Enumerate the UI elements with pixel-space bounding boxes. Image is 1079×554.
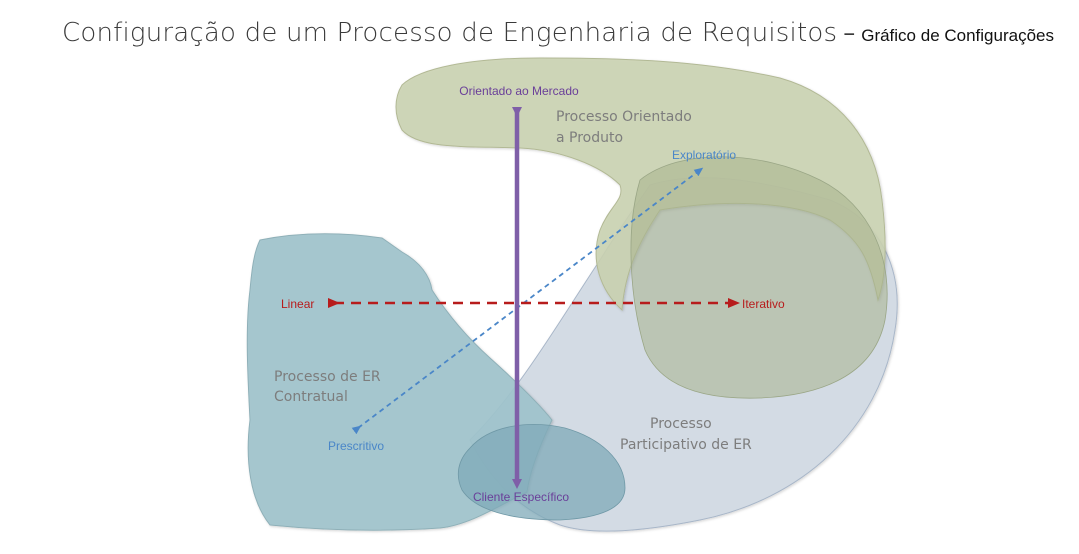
- axis-label-client: Cliente Específico: [473, 490, 569, 504]
- axis-label-prescriptive: Prescritivo: [328, 439, 384, 453]
- title-main: Configuração de um Processo de Engenhari…: [62, 18, 838, 48]
- page-title: Configuração de um Processo de Engenhari…: [62, 18, 1054, 48]
- axis-label-linear: Linear: [281, 297, 314, 311]
- title-subtitle: Gráfico de Configurações: [861, 26, 1054, 45]
- label-contract-line1: Processo de ER: [274, 369, 381, 385]
- label-participative-line2: Participativo de ER: [620, 437, 752, 453]
- title-separator: –: [843, 19, 856, 47]
- label-contract-line2: Contratual: [274, 389, 348, 405]
- label-product-line1: Processo Orientado: [556, 109, 692, 125]
- axis-label-exploratory: Exploratório: [672, 148, 736, 162]
- label-participative-line1: Processo: [650, 416, 712, 432]
- label-product-line2: a Produto: [556, 130, 623, 146]
- axis-label-iterative: Iterativo: [742, 297, 785, 311]
- axis-label-market: Orientado ao Mercado: [459, 84, 579, 98]
